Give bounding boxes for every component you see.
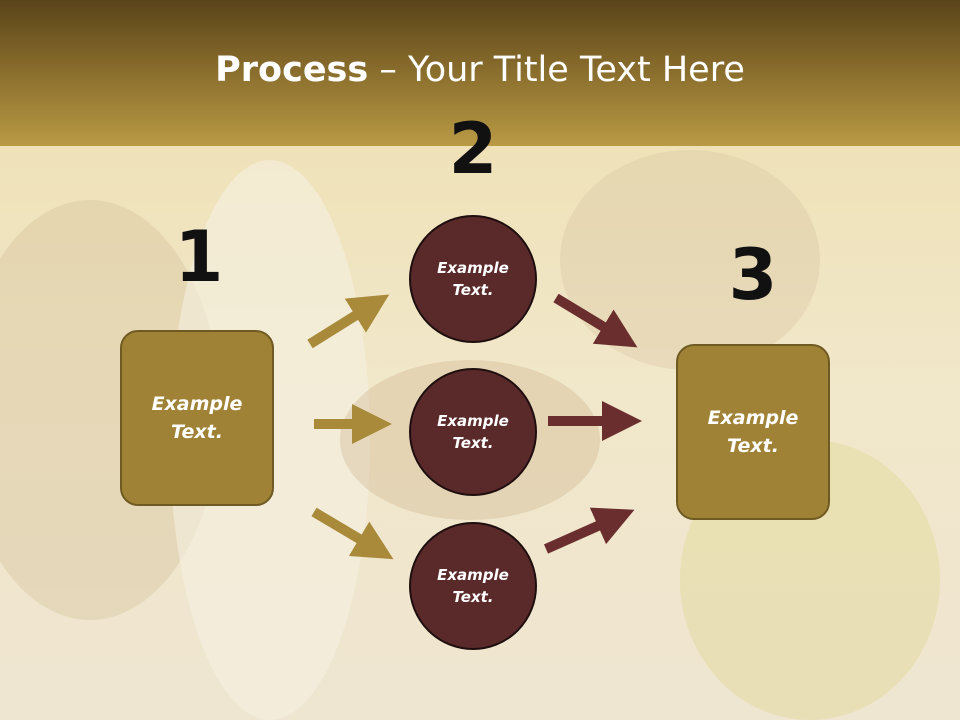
step-2-circle-2-text: Example Text. xyxy=(437,411,509,453)
title-band xyxy=(0,0,960,146)
arrow-circle3-to-box3 xyxy=(543,507,635,554)
slide-title: Process – Your Title Text Here xyxy=(0,50,960,90)
step-number-2: 2 xyxy=(448,108,498,190)
step-3-text: Example Text. xyxy=(707,406,799,458)
title-bold: Process xyxy=(215,50,369,90)
arrow-circle1-to-box3 xyxy=(553,293,638,348)
step-2-circle-3-text: Example Text. xyxy=(437,565,509,607)
arrow-box1-to-circle3 xyxy=(311,507,394,560)
title-rest: – Your Title Text Here xyxy=(368,50,745,90)
step-1-text: Example Text. xyxy=(151,392,243,444)
step-1-box: Example Text. xyxy=(120,330,274,506)
step-2-circle-1: Example Text. xyxy=(409,215,537,343)
arrow-box1-to-circle1 xyxy=(307,294,390,349)
step-2-circle-2: Example Text. xyxy=(409,368,537,496)
step-2-circle-1-text: Example Text. xyxy=(437,258,509,300)
step-2-circle-3: Example Text. xyxy=(409,522,537,650)
step-3-box: Example Text. xyxy=(676,344,830,520)
step-number-1: 1 xyxy=(174,216,224,298)
step-number-3: 3 xyxy=(728,234,778,316)
